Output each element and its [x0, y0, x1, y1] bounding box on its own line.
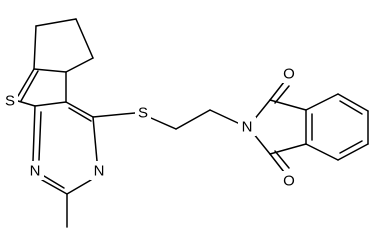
atom-label-s-thioether: S — [138, 105, 148, 122]
bond-c7-c6-inner — [339, 100, 363, 115]
bond-c3-c3a — [269, 143, 307, 155]
bond-c3-o-inner — [274, 150, 290, 169]
bond-c1-c7a — [269, 99, 307, 111]
bond-c4-s — [92, 112, 136, 118]
bond-c4-c3a — [65, 57, 94, 73]
atom-thiophene-sulfur: S — [2, 91, 18, 110]
atom-carbonyl-oxygen-bottom: O — [280, 171, 298, 190]
bond-s-c2 — [17, 100, 36, 107]
atom-imide-nitrogen: N — [238, 117, 256, 136]
atom-pyrimidine-n1: N — [26, 161, 44, 180]
bond-c7a-c6 — [33, 25, 37, 70]
atom-label-layer: S S N N N O — [2, 64, 298, 190]
bond-c7a-c7 — [305, 93, 339, 111]
atom-carbonyl-oxygen-top: O — [280, 64, 298, 83]
bond-c6-c5 — [35, 18, 77, 27]
bond-layer — [17, 18, 369, 228]
atom-label-o-top: O — [283, 66, 295, 83]
bond-ch2-ch2 — [175, 109, 211, 130]
bond-n1-c8a — [32, 105, 36, 162]
bond-c1-o-inner — [274, 85, 290, 104]
chemical-structure-canvas: S S N N N O — [2, 18, 369, 228]
bond-c3-o-double — [269, 153, 285, 173]
bond-s-ch2 — [150, 117, 177, 130]
bond-n-c3 — [252, 132, 271, 155]
atom-label-n-imide: N — [242, 119, 253, 136]
atom-label-o-bottom: O — [283, 173, 295, 190]
atom-pyrimidine-n3: N — [90, 161, 108, 180]
bond-c4-c3a — [305, 143, 339, 161]
atom-thioether-sulfur: S — [135, 103, 151, 122]
bond-c3a-c7a — [33, 68, 67, 73]
bond-c2-c3 — [34, 101, 67, 107]
bond-c3-c4-double — [65, 101, 94, 118]
bond-c3-c4-inner — [68, 107, 92, 122]
atom-label-s-thiophene: S — [5, 93, 15, 110]
bond-n1-c8a-inner — [38, 111, 42, 161]
bond-c7-c6 — [337, 93, 369, 112]
atom-label-n3: N — [94, 163, 105, 180]
bond-c1-o-double — [269, 81, 285, 101]
bond-c5-c4-inner — [339, 140, 363, 154]
molecule-drawing: S S N N N O — [2, 18, 369, 228]
atom-label-n1: N — [30, 163, 41, 180]
bond-n3-c2 — [66, 179, 92, 195]
bond-c5-c4 — [75, 18, 94, 59]
bond-s-c7a — [17, 68, 35, 97]
bond-c2-n1-inner — [43, 175, 65, 189]
bond-s-c7a-inner — [20, 70, 39, 102]
bond-ch2-n — [209, 109, 241, 125]
bond-c5-c4 — [337, 143, 369, 161]
bond-c2-n1 — [41, 179, 68, 195]
bond-c4-n3 — [92, 116, 98, 162]
